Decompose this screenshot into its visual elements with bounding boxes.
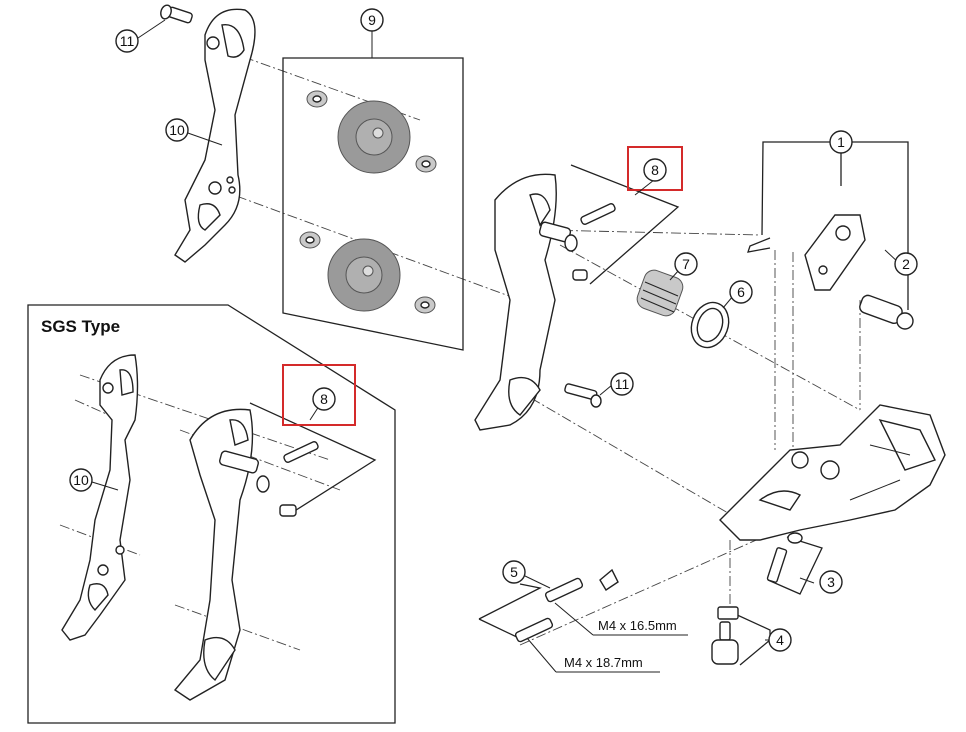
adjust-screw xyxy=(766,532,823,595)
svg-text:8: 8 xyxy=(651,162,659,178)
callout-8-sgs: 8 xyxy=(312,387,336,411)
lower-pulley xyxy=(327,238,401,312)
svg-text:11: 11 xyxy=(120,33,135,49)
highlight-box-main xyxy=(627,146,683,191)
callout-8-main: 8 xyxy=(643,158,667,182)
spec-label-long-screw: M4 x 18.7mm xyxy=(564,655,643,670)
callout-7: 7 xyxy=(674,252,698,276)
callout-10-main: 10 xyxy=(165,118,189,142)
sgs-outer-plate xyxy=(61,354,139,641)
inner-plate-main xyxy=(474,164,680,431)
callout-9: 9 xyxy=(360,8,384,32)
svg-text:6: 6 xyxy=(737,284,745,300)
fixing-bolt xyxy=(711,606,771,666)
snap-ring xyxy=(690,301,730,349)
pulley-group-box xyxy=(282,57,464,351)
highlight-box-sgs xyxy=(282,364,356,426)
tension-spring xyxy=(636,269,684,317)
callout-1: 1 xyxy=(829,130,853,154)
svg-text:7: 7 xyxy=(682,256,690,272)
svg-text:3: 3 xyxy=(827,574,835,590)
callout-6: 6 xyxy=(729,280,753,304)
b-link-group xyxy=(747,141,914,330)
svg-text:10: 10 xyxy=(169,122,185,138)
callout-11-top: 11 xyxy=(115,29,139,53)
svg-text:9: 9 xyxy=(368,12,376,28)
leader-lines xyxy=(91,19,901,641)
svg-text:10: 10 xyxy=(73,472,89,488)
derailleur-body xyxy=(719,404,946,541)
callout-3: 3 xyxy=(819,570,843,594)
svg-text:5: 5 xyxy=(510,564,518,580)
outer-plate-main xyxy=(174,8,256,263)
screw-pair xyxy=(478,568,688,673)
svg-text:11: 11 xyxy=(615,376,630,392)
svg-text:2: 2 xyxy=(902,256,910,272)
sgs-inner-plate xyxy=(173,402,377,701)
svg-text:8: 8 xyxy=(320,391,328,407)
upper-pulley xyxy=(337,100,411,174)
spec-label-short-screw: M4 x 16.5mm xyxy=(598,618,677,633)
callout-5: 5 xyxy=(502,560,526,584)
callout-10-sgs: 10 xyxy=(69,468,93,492)
sgs-section xyxy=(27,304,396,724)
pin-bolt-top xyxy=(160,4,193,24)
callout-11-mid: 11 xyxy=(610,372,634,396)
callout-4: 4 xyxy=(768,628,792,652)
svg-text:1: 1 xyxy=(837,134,845,150)
svg-text:4: 4 xyxy=(776,632,784,648)
callout-2: 2 xyxy=(894,252,918,276)
sgs-type-title: SGS Type xyxy=(41,317,120,336)
